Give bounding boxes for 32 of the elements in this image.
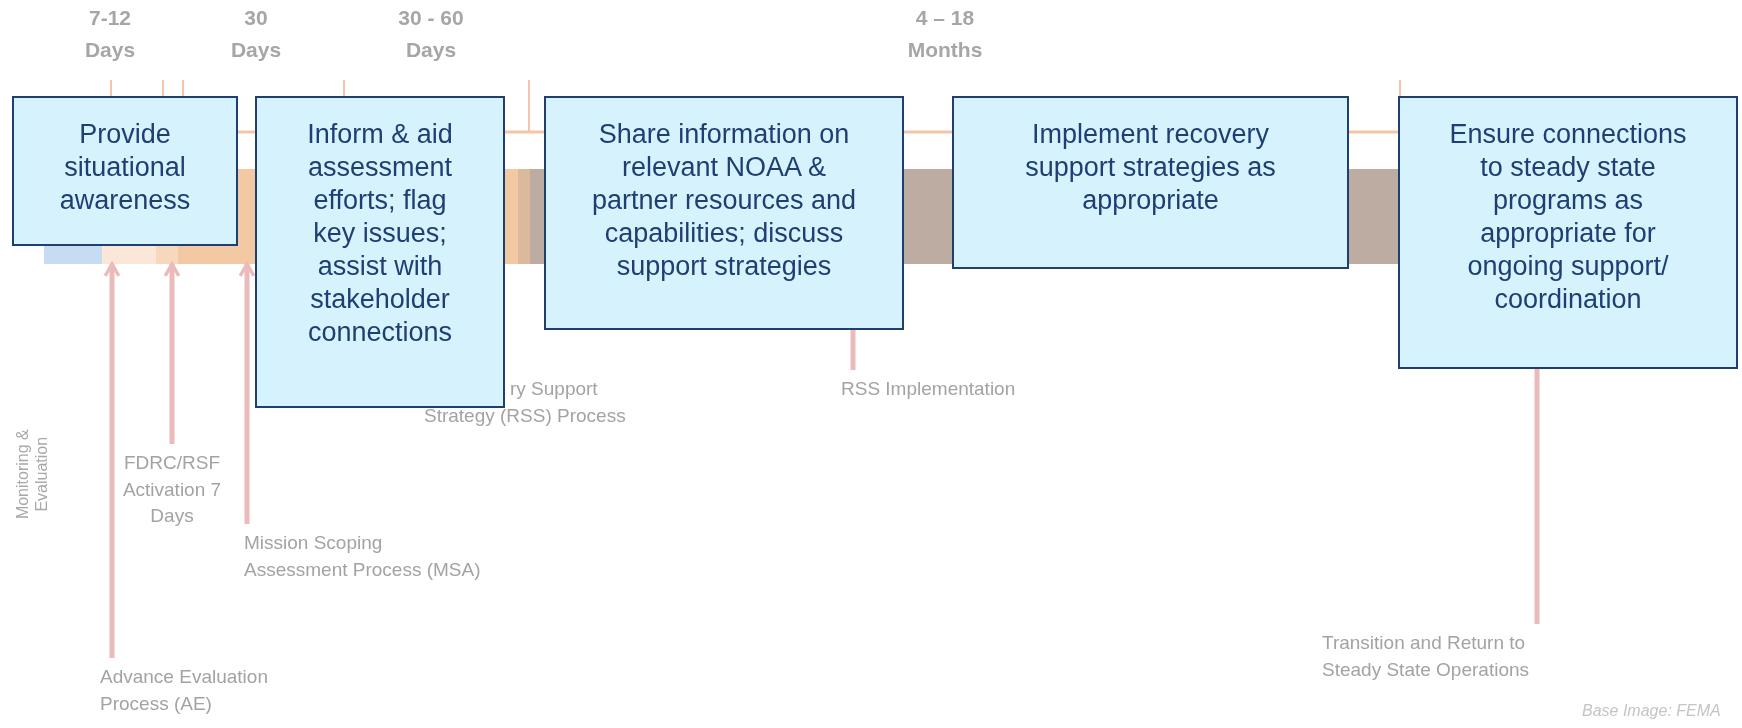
milestone-label: FDRC/RSF Activation 7 Days bbox=[122, 450, 222, 530]
step-box bbox=[544, 96, 904, 330]
timeline-bar bbox=[505, 169, 544, 264]
period-label: 30 Days bbox=[229, 5, 283, 63]
period-label: 4 – 18 Months bbox=[906, 5, 984, 63]
period-label: 7-12 Days bbox=[83, 5, 137, 63]
step-text: Inform & aid assessment efforts; flag key issues; assist with stakeholder connections bbox=[306, 118, 454, 349]
timeline-bar bbox=[44, 246, 238, 264]
milestone-label: RSS Implementation bbox=[841, 376, 1101, 403]
step-box bbox=[952, 96, 1349, 269]
timeline-bar bbox=[904, 169, 952, 264]
step-text: Share information on relevant NOAA & partner resources and capabilities; discuss support strategies bbox=[590, 118, 858, 283]
connector-line bbox=[1534, 369, 1540, 624]
step-text: Ensure connections to steady state programs as appropriate for ongoing support/ coordination bbox=[1448, 118, 1688, 316]
process-label: ry Support Strategy (RSS) Process bbox=[424, 377, 627, 428]
arrow bbox=[103, 262, 121, 658]
timeline-bar bbox=[1349, 169, 1398, 264]
period-label: 30 - 60 Days bbox=[397, 5, 465, 63]
milestone-label: Advance Evaluation Process (AE) bbox=[100, 664, 300, 718]
milestone-label: Transition and Return to Steady State Operations bbox=[1322, 630, 1562, 684]
milestone-label: Mission Scoping Assessment Process (MSA) bbox=[244, 530, 482, 584]
credit-note: Base Image: FEMA bbox=[1582, 702, 1721, 720]
step-box bbox=[255, 96, 505, 408]
arrow bbox=[238, 262, 256, 524]
step-box bbox=[12, 96, 238, 246]
step-text: Implement recovery support strategies as appropriate bbox=[1024, 118, 1277, 217]
timeline-bar bbox=[238, 169, 255, 264]
side-label: Monitoring & Evaluation bbox=[12, 428, 51, 522]
step-text: Provide situational awareness bbox=[58, 118, 192, 217]
step-box bbox=[1398, 96, 1738, 369]
connector-line bbox=[850, 330, 856, 370]
arrow bbox=[163, 262, 181, 444]
